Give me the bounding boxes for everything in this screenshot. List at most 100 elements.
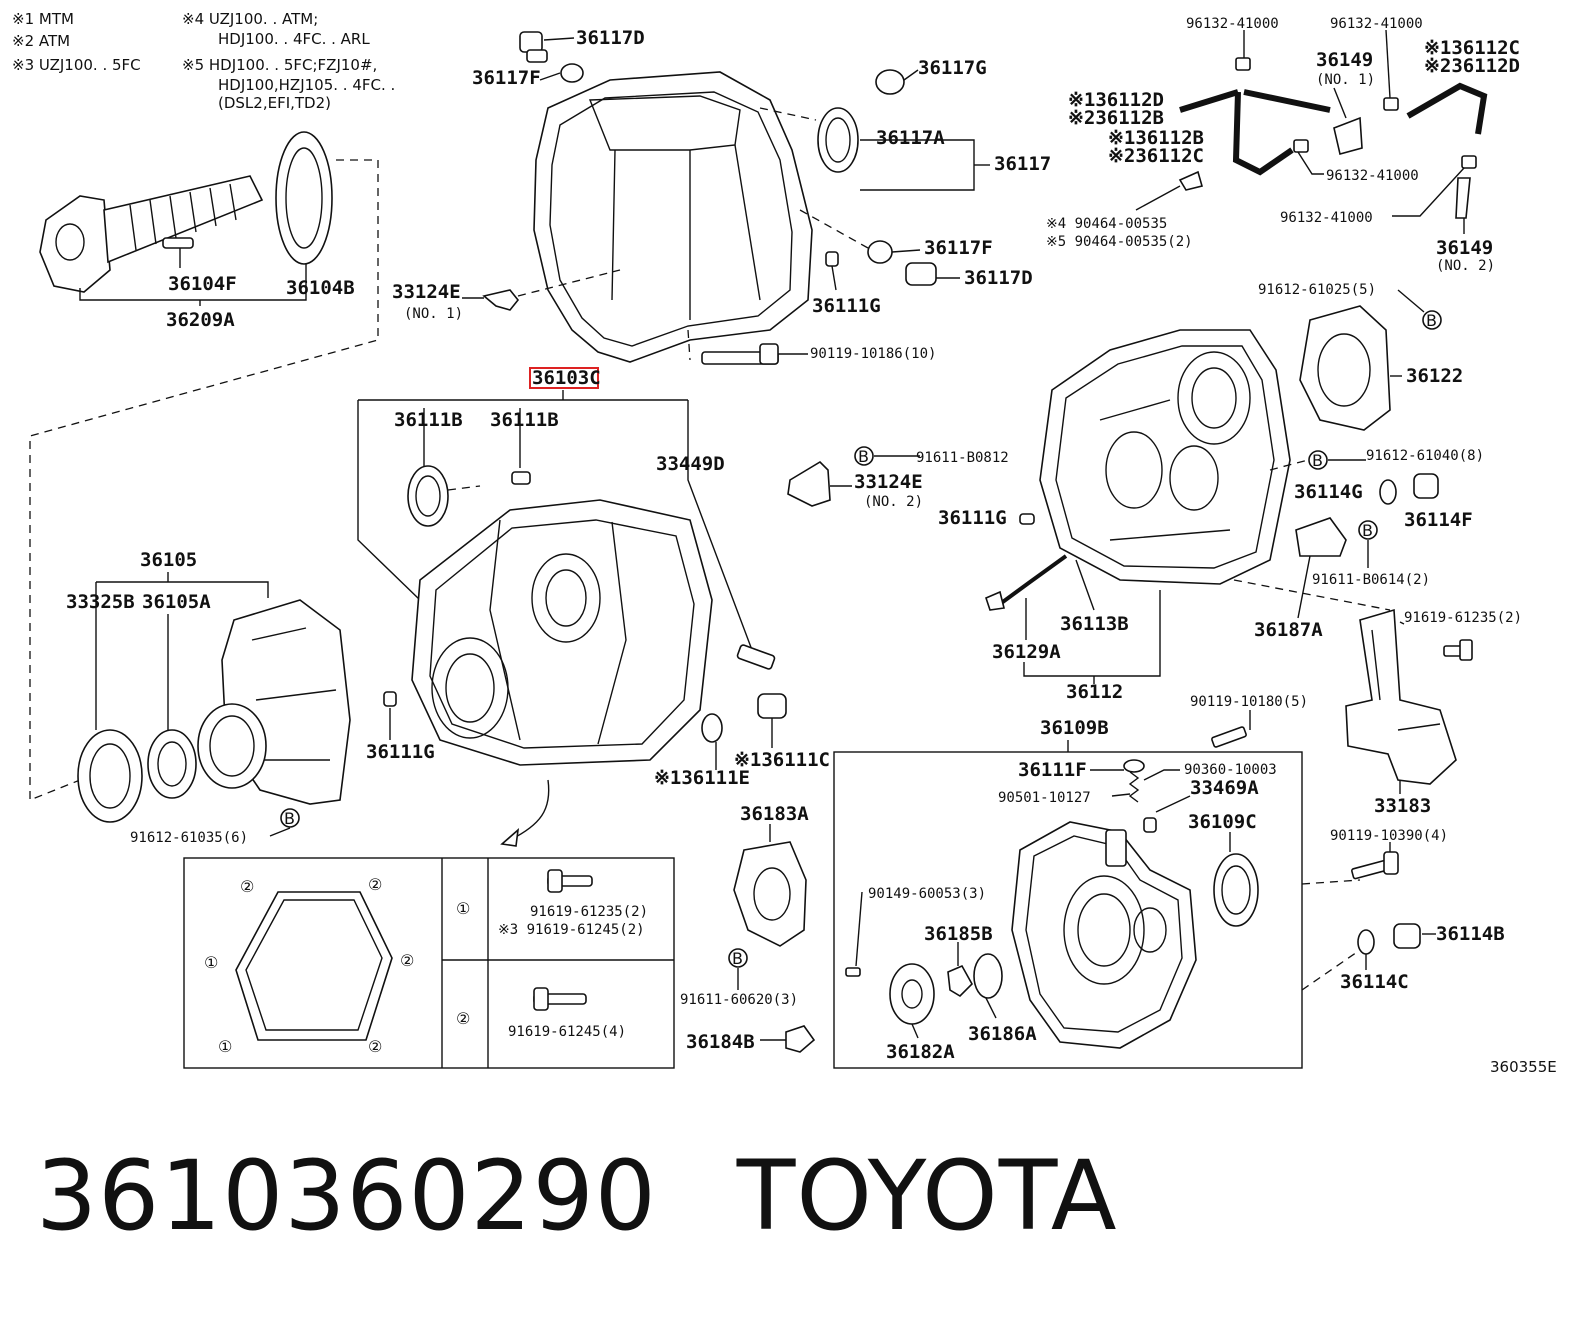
part-number: 3610360290	[36, 1140, 657, 1252]
pin-36111B-b	[511, 471, 531, 485]
front-cover-housing	[533, 71, 813, 363]
clip-96132-c	[1293, 139, 1309, 153]
note-4: ※4 UZJ100. . ATM;	[182, 10, 318, 28]
mount-group: 91619-61235(2) 33183	[1345, 608, 1522, 817]
applicability-notes: ※1 MTM ※2 ATM ※3 UZJ100. . 5FC ※4 UZJ100…	[12, 10, 395, 112]
gasket-36117F-top	[560, 63, 584, 83]
sensor-33124E-no2	[787, 460, 831, 507]
breather-36149-no2	[1455, 177, 1471, 219]
breather-group: 96132-41000 96132-41000 36149 (NO. 1) ※1…	[1046, 16, 1520, 274]
label-36104B: 36104B	[286, 277, 355, 299]
label-36114G: 36114G	[1294, 481, 1363, 503]
label-36104F: 36104F	[168, 273, 237, 295]
b-mark-91611-60620-text: B	[732, 949, 743, 968]
label-no2: (NO. 2)	[864, 494, 923, 510]
plug-36114B	[1393, 923, 1421, 949]
label-91611-B0812: 91611-B0812	[916, 450, 1009, 466]
marker-1-row: ①	[456, 899, 470, 918]
label-36111G-top: 36111G	[812, 295, 881, 317]
sensor-33124E-no1	[482, 289, 520, 311]
label-90119-10186: 90119-10186(10)	[810, 346, 936, 362]
note-1: ※1 MTM	[12, 10, 74, 28]
label-96132-c: 96132-41000	[1326, 168, 1419, 184]
screw-90149	[845, 967, 861, 977]
bottom-middle-group: B 36183A 91611-60620(3) 36184B	[680, 803, 816, 1053]
label-36184B: 36184B	[686, 1031, 755, 1053]
bolt-chart: ② ② ① ② ① ② ① ② 91619-61235(2) ※3 91619-…	[183, 857, 675, 1069]
label-36117A: 36117A	[876, 127, 945, 149]
label-36105A: 36105A	[142, 591, 211, 613]
note-5b: HDJ100,HZJ105. . 4FC. .	[218, 76, 395, 94]
front-cover-group: 36117D 36117F 36117G 36117A 36117 36117F…	[392, 27, 1051, 365]
illustration-ref: 360355E	[1490, 1058, 1557, 1076]
label-90119-10390: 90119-10390(4)	[1330, 828, 1448, 844]
label-36111G-left: 36111G	[366, 741, 435, 763]
gasket-36114C	[1357, 929, 1375, 955]
plug-36117D-top	[519, 31, 543, 53]
box-label-1a: 91619-61235(2)	[530, 904, 648, 920]
label-36105: 36105	[140, 549, 197, 571]
label-91612-61025: 91612-61025(5)	[1258, 282, 1376, 298]
label-36117G: 36117G	[918, 57, 987, 79]
marker-1-l: ①	[204, 953, 218, 972]
label-33449D: 33449D	[656, 453, 725, 475]
b-mark-91611-60620	[728, 948, 748, 968]
pin-36111G-top	[825, 251, 839, 267]
label-36122: 36122	[1406, 365, 1463, 387]
oil-seal-36104B	[275, 131, 333, 265]
box-label-2: 91619-61245(4)	[508, 1024, 626, 1040]
gear-36182A	[889, 963, 935, 1025]
label-36185B: 36185B	[924, 923, 993, 945]
gasket-36114G	[1379, 479, 1397, 505]
clip-96132-d	[1461, 155, 1477, 169]
label-90119-10180: 90119-10180(5)	[1190, 694, 1308, 710]
label-36112C-2: ※236112C	[1108, 145, 1204, 167]
marker-1-bl: ①	[218, 1037, 232, 1056]
cover-36187A	[1295, 517, 1347, 557]
b-mark-91612-61040-text: B	[1312, 451, 1323, 470]
tube-36129A	[985, 590, 1005, 611]
rear-cover-36109B	[1011, 821, 1197, 1049]
output-shaft-group: 36104F 36104B 36209A	[29, 131, 379, 801]
b-mark-36122-text: B	[1426, 311, 1437, 330]
front-case-group: B B B B 91612-61025(5) 36122 91611-B0812…	[787, 282, 1484, 703]
b-mark-91611-B0614-text: B	[1362, 521, 1373, 540]
bracket-36149-no1	[1333, 116, 1363, 155]
label-90149: 90149-60053(3)	[868, 886, 986, 902]
pin-36111G-mid	[1019, 513, 1035, 525]
gasket-36117F-mid	[867, 240, 893, 264]
clip-96132-a	[1235, 57, 1251, 71]
label-33469A: 33469A	[1190, 777, 1259, 799]
label-36117F-mid: 36117F	[924, 237, 993, 259]
label-36129A: 36129A	[992, 641, 1061, 663]
plug-36111C	[757, 693, 787, 719]
label-96132-a: 96132-41000	[1186, 16, 1279, 32]
marker-2-row: ②	[456, 1009, 470, 1028]
label-90464-5: ※5 90464-00535(2)	[1046, 234, 1193, 250]
label-91611-60620: 91611-60620(3)	[680, 992, 798, 1008]
transfer-case-36103C	[411, 499, 713, 766]
marker-2-tl: ②	[240, 877, 254, 896]
box-label-1b: ※3 91619-61245(2)	[498, 922, 645, 938]
rear-extension-group: B 36105 33325B 36105A 91612-61035(6)	[66, 549, 351, 846]
label-91612-61040: 91612-61040(8)	[1366, 448, 1484, 464]
marker-2-r: ②	[400, 951, 414, 970]
label-91611-B0614: 91611-B0614(2)	[1312, 572, 1430, 588]
label-36209A: 36209A	[166, 309, 235, 331]
transfer-case-group: 36103C 36111B 36111B 33449D 36111G ※1361…	[357, 367, 830, 847]
label-36112B-2: ※236112B	[1068, 107, 1164, 129]
label-36109C: 36109C	[1188, 811, 1257, 833]
b-mark-36122	[1422, 310, 1442, 330]
plug-36117G	[875, 69, 905, 95]
label-36109B: 36109B	[1040, 717, 1109, 739]
label-33183: 33183	[1374, 795, 1431, 817]
label-36112D-2: ※236112D	[1424, 55, 1520, 77]
label-36186A: 36186A	[968, 1023, 1037, 1045]
marker-2-tr: ②	[368, 875, 382, 894]
label-36111G-mid: 36111G	[938, 507, 1007, 529]
label-36117D-top: 36117D	[576, 27, 645, 49]
front-case-36112	[1039, 329, 1291, 585]
label-36117: 36117	[994, 153, 1051, 175]
b-mark-33124E	[854, 446, 874, 466]
